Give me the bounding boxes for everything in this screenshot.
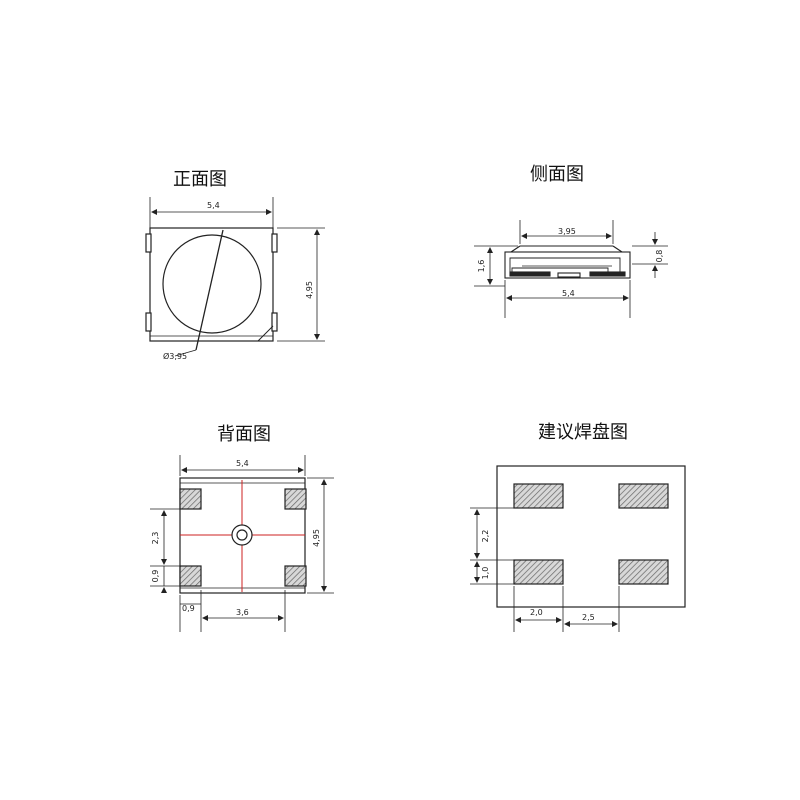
front-lens-label: Ø3,95 <box>163 351 187 361</box>
front-height-label: 4,95 <box>305 281 314 299</box>
footprint-pad-width-label: 2,0 <box>530 608 543 617</box>
front-width-label: 5,4 <box>207 201 220 210</box>
footprint-outline <box>496 465 686 608</box>
back-pitch-label: 2,3 <box>151 532 160 545</box>
front-view-title: 正面图 <box>173 169 227 190</box>
back-view-title: 背面图 <box>217 424 271 445</box>
footprint-pad-height-label: 1,0 <box>481 567 490 580</box>
back-pad-width-label: 0,9 <box>182 604 195 613</box>
footprint-view-title: 建议焊盘图 <box>538 422 628 443</box>
footprint-pad-tr <box>618 483 669 509</box>
side-view <box>474 220 668 318</box>
side-height-label: 1,6 <box>477 260 486 273</box>
footprint-gap-label: 2,5 <box>582 613 595 622</box>
side-terminal-right <box>589 271 626 277</box>
back-pad-bl <box>179 565 202 587</box>
back-center-ring <box>231 524 253 546</box>
side-terminal-center <box>557 272 581 278</box>
front-notch-tr <box>271 233 278 253</box>
back-pad-tr <box>284 488 307 510</box>
side-body-outline <box>504 251 631 279</box>
back-pad-height-label: 0,9 <box>151 570 160 583</box>
front-notch-br <box>271 312 278 332</box>
back-width-label: 5,4 <box>236 459 249 468</box>
side-width-label: 5,4 <box>562 289 575 298</box>
footprint-view <box>470 465 686 632</box>
side-top-label: 3,95 <box>558 227 576 236</box>
side-view-title: 侧面图 <box>530 164 584 185</box>
back-height-label: 4,95 <box>312 529 321 547</box>
footprint-pad-br <box>618 559 669 585</box>
back-view <box>150 455 334 632</box>
back-pad-tl <box>179 488 202 510</box>
front-lens-leader <box>195 229 224 351</box>
side-terminal-left <box>509 271 551 277</box>
front-lens-circle <box>162 234 262 334</box>
front-view <box>145 197 325 357</box>
back-pad-br <box>284 565 307 587</box>
footprint-pad-bl <box>513 559 564 585</box>
footprint-pad-tl <box>513 483 564 509</box>
front-notch-tl <box>145 233 152 253</box>
footprint-pitch-label: 2,2 <box>481 530 490 543</box>
front-notch-bl <box>145 312 152 332</box>
side-thickness-label: 0,8 <box>655 250 664 263</box>
front-body-outline <box>149 227 274 342</box>
back-span-label: 3,6 <box>236 608 249 617</box>
